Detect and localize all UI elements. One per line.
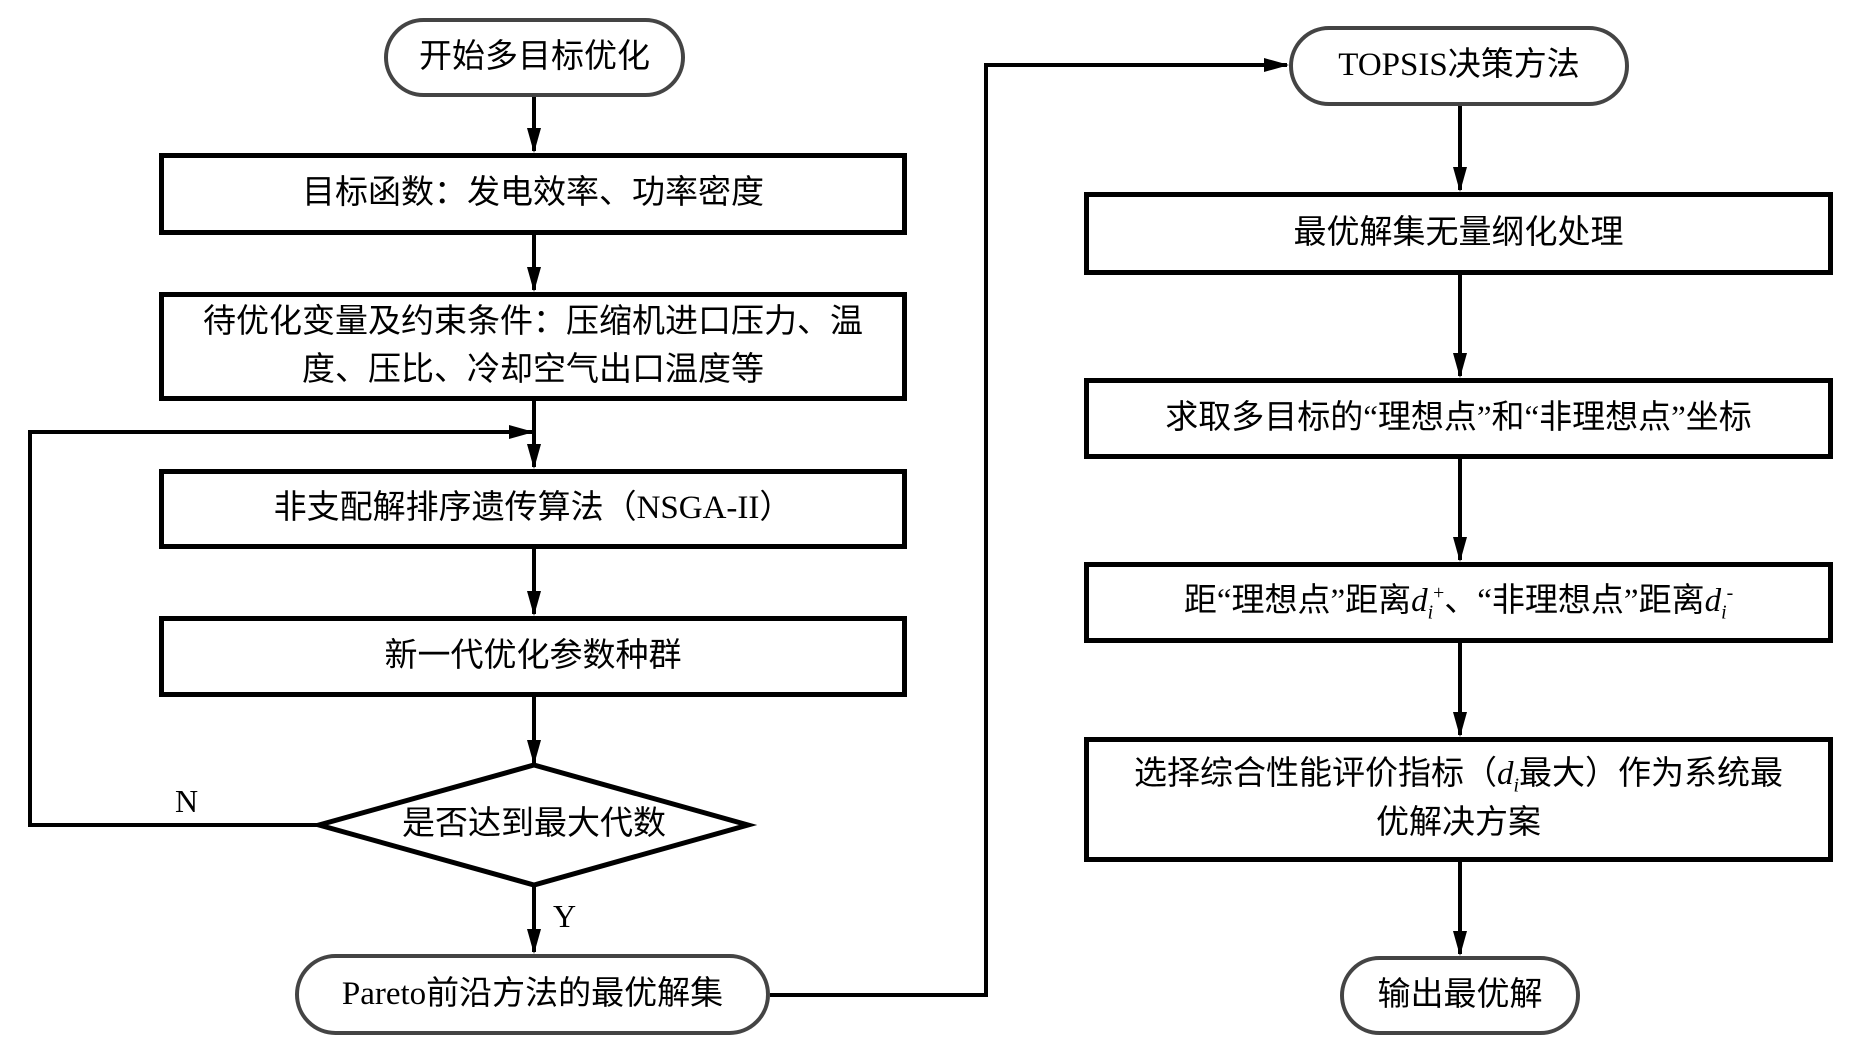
arrowhead xyxy=(1453,712,1467,737)
yes-branch-label: Y xyxy=(553,898,577,934)
select-label-line1: 选择综合性能评价指标（di最大）作为系统最 xyxy=(1134,755,1783,797)
decision-label: 是否达到最大代数 xyxy=(402,806,666,843)
nsga-box: 非支配解排序遗传算法（NSGA-II） xyxy=(159,469,907,549)
select-label-line2: 优解决方案 xyxy=(1376,805,1541,842)
variables-label-line1: 待优化变量及约束条件：压缩机进口压力、温 xyxy=(203,303,863,340)
nsga-label: 非支配解排序遗传算法（NSGA-II） xyxy=(273,490,793,527)
arrowhead xyxy=(1453,353,1467,378)
distance-box: 距“理想点”距离di+、“非理想点”距离di- xyxy=(1084,562,1833,643)
arrowhead xyxy=(1453,167,1467,192)
topsis-label: TOPSIS决策方法 xyxy=(1338,47,1580,84)
decision-diamond xyxy=(309,762,758,888)
distance-label: 距“理想点”距离di+、“非理想点”距离di- xyxy=(1183,581,1734,624)
arrowhead xyxy=(527,591,541,616)
no-branch-label: N xyxy=(175,783,199,819)
arrowhead xyxy=(527,929,541,954)
arrowhead xyxy=(509,425,534,439)
new-generation-label: 新一代优化参数种群 xyxy=(384,637,682,674)
objective-label: 目标函数：发电效率、功率密度 xyxy=(302,175,764,212)
arrowhead xyxy=(1453,931,1467,956)
arrowhead xyxy=(1453,537,1467,562)
ideal-points-label: 求取多目标的“理想点”和“非理想点”坐标 xyxy=(1165,399,1752,436)
pareto-label: Pareto前沿方法的最优解集 xyxy=(341,975,724,1012)
start-label: 开始多目标优化 xyxy=(419,38,650,75)
objective-box: 目标函数：发电效率、功率密度 xyxy=(159,153,907,235)
arrowhead xyxy=(527,128,541,153)
arrowhead xyxy=(1264,58,1289,72)
select-box: 选择综合性能评价指标（di最大）作为系统最 优解决方案 xyxy=(1084,737,1833,862)
connector-pareto-to-topsis xyxy=(770,63,1287,997)
start-terminal: 开始多目标优化 xyxy=(384,18,685,97)
ideal-points-box: 求取多目标的“理想点”和“非理想点”坐标 xyxy=(1084,378,1833,459)
arrowhead xyxy=(527,740,541,765)
normalize-label: 最优解集无量纲化处理 xyxy=(1293,214,1624,251)
new-generation-box: 新一代优化参数种群 xyxy=(159,616,907,697)
arrowhead xyxy=(527,444,541,469)
variables-box: 待优化变量及约束条件：压缩机进口压力、温 度、压比、冷却空气出口温度等 xyxy=(159,292,907,401)
variables-label-line2: 度、压比、冷却空气出口温度等 xyxy=(302,351,764,388)
output-label: 输出最优解 xyxy=(1377,976,1543,1013)
topsis-terminal: TOPSIS决策方法 xyxy=(1289,26,1629,106)
loop-back-line xyxy=(28,430,532,827)
arrowhead xyxy=(527,267,541,292)
normalize-box: 最优解集无量纲化处理 xyxy=(1084,192,1833,275)
output-terminal: 输出最优解 xyxy=(1340,956,1580,1035)
decision-text: 是否达到最大代数 xyxy=(370,795,698,855)
pareto-terminal: Pareto前沿方法的最优解集 xyxy=(295,954,770,1035)
